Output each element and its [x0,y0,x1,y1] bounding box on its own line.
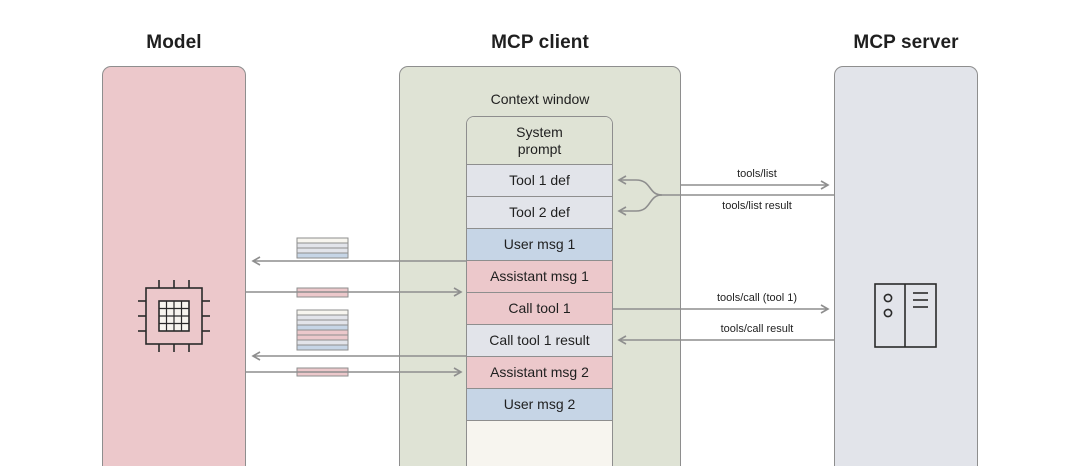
mini-context-stack-1 [296,237,349,259]
context-window-title: Context window [490,91,590,107]
model-column-title: Model [146,32,202,53]
mcp-server-column-title: MCP server [853,32,959,53]
mini-context-stack-2 [296,309,349,351]
tools-list-label: tools/list [737,168,777,180]
tools-call-result-label: tools/call result [720,323,794,335]
brace-to-tool-2-def [617,194,663,216]
context-cell-user: User msg 2 [467,389,612,421]
tools-list-result-label: tools/list result [722,200,792,212]
context-cell-tool: Tool 2 def [467,197,612,229]
model-panel [102,66,246,466]
mcp-server-panel [834,66,978,466]
context-cell-result: Call tool 1 result [467,325,612,357]
context-cell-system: System prompt [467,117,612,165]
context-cell-assistant: Assistant msg 1 [467,261,612,293]
cpu-chip-icon [138,280,210,352]
mcp-client-column-title: MCP client [491,32,589,53]
tools-call-label: tools/call (tool 1) [716,292,798,304]
context-cell-user: User msg 1 [467,229,612,261]
brace-to-tool-1-def [617,175,663,196]
server-rack-icon [874,283,937,348]
context-cell-tool: Tool 1 def [467,165,612,197]
context-cell-call: Call tool 1 [467,293,612,325]
context-cell-assistant: Assistant msg 2 [467,357,612,389]
